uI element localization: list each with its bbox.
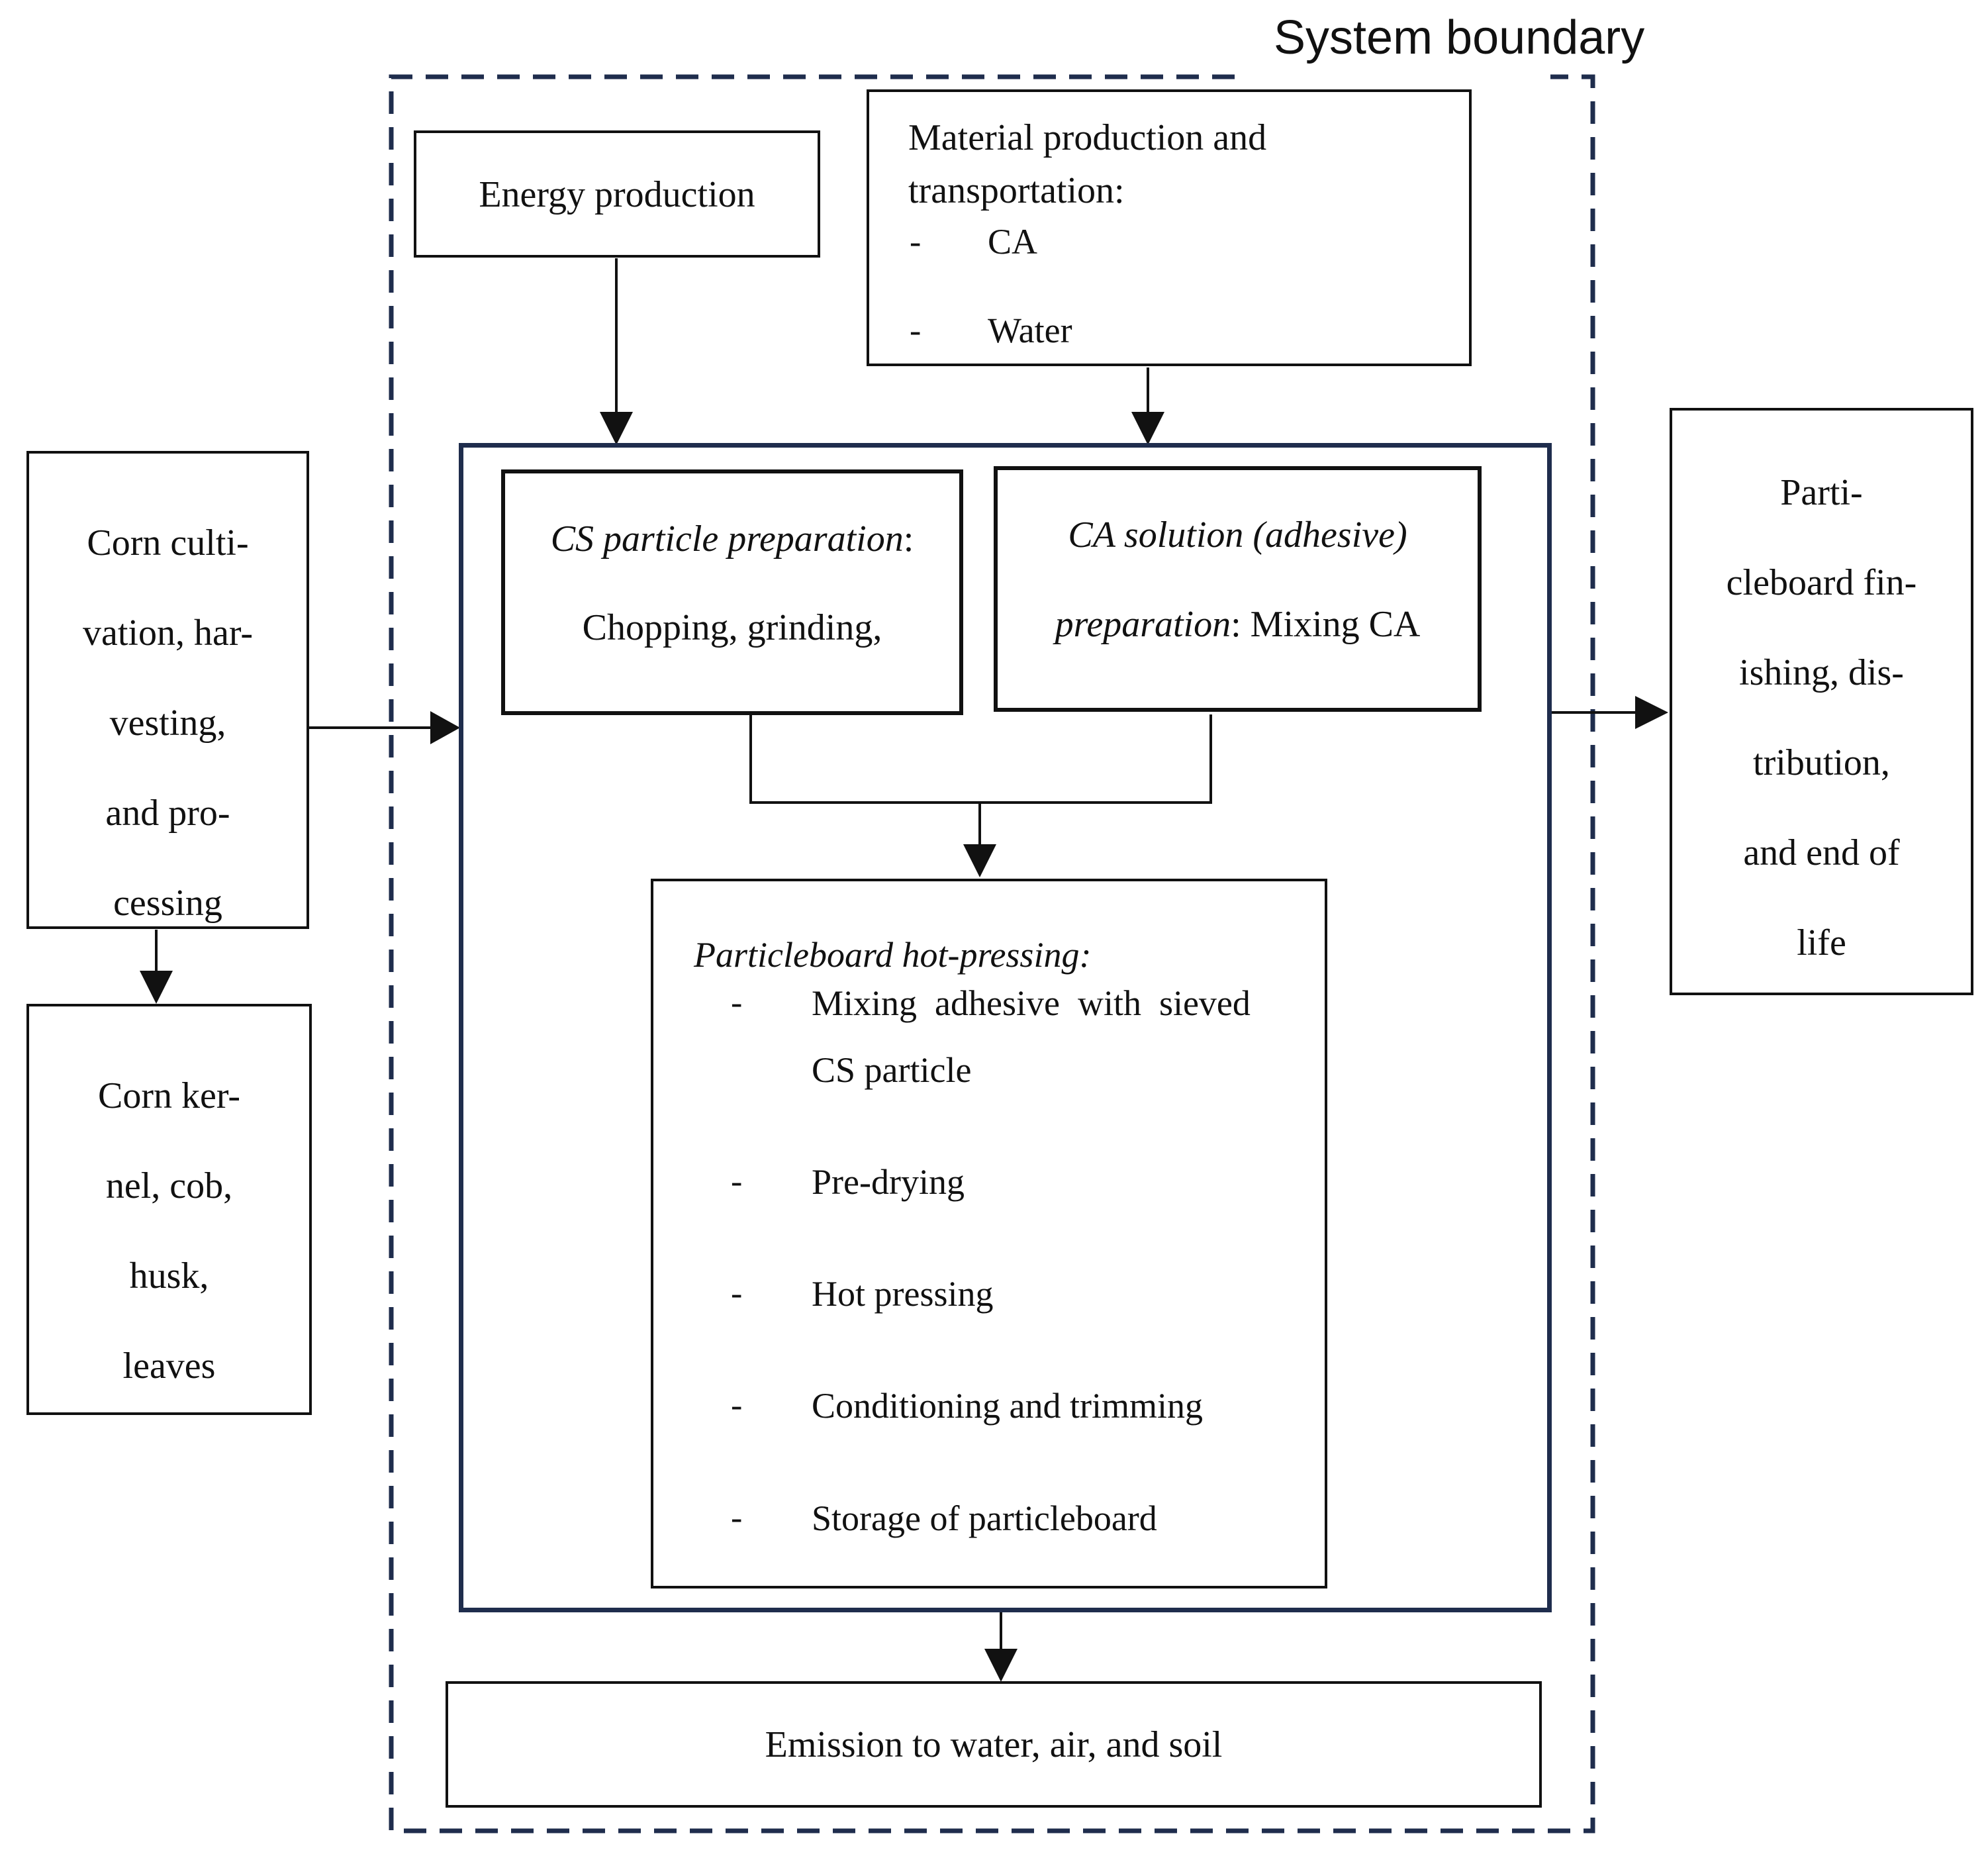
finishing-line: ishing, dis- xyxy=(1739,652,1904,693)
hot-pressing-item-hot-pressing: Hot pressing xyxy=(812,1274,994,1314)
hot-pressing-item-predrying: Pre-drying xyxy=(812,1162,965,1202)
hot-pressing-item-storage: Storage of particleboard xyxy=(812,1498,1157,1538)
hot-pressing-item-conditioning: Conditioning and trimming xyxy=(812,1386,1203,1426)
system-boundary xyxy=(389,74,1595,1833)
finishing-line: cleboard fin- xyxy=(1726,562,1917,603)
system-boundary-label: System boundary xyxy=(1274,11,1645,64)
arrowhead-emission xyxy=(984,1649,1018,1682)
arrowhead-hotpress xyxy=(963,844,996,877)
arrowhead-energy xyxy=(600,412,633,445)
arrowhead-material xyxy=(1131,412,1164,445)
material-title-line2: transportation: xyxy=(908,170,1125,211)
hot-pressing-box xyxy=(651,879,1327,1588)
corn-cultivation-line: Corn culti- xyxy=(87,522,249,563)
material-item-water: Water xyxy=(988,311,1072,350)
energy-production-box xyxy=(414,130,820,258)
material-item-ca: CA xyxy=(988,222,1038,262)
corn-byproducts-line: nel, cob, xyxy=(105,1165,233,1206)
material-bullet-1: - xyxy=(910,223,922,261)
ca-prep-title-line1: CA solution (adhesive) xyxy=(1068,514,1407,556)
finishing-line: Parti- xyxy=(1780,472,1863,513)
corn-cultivation-box xyxy=(26,451,309,929)
ca-solution-prep-box xyxy=(994,466,1482,712)
finishing-box xyxy=(1670,408,1973,995)
corn-cultivation-line: vation, har- xyxy=(82,612,253,654)
hot-pressing-title: Particleboard hot-pressing: xyxy=(694,935,1092,975)
corn-cultivation-line: and pro- xyxy=(105,793,230,834)
corn-byproducts-line: Corn ker- xyxy=(97,1075,241,1116)
arrowhead-corn xyxy=(430,711,460,744)
arrowhead-byproducts xyxy=(140,971,173,1004)
corn-cultivation-line: cessing xyxy=(113,883,222,924)
energy-production-label: Energy production xyxy=(479,174,755,215)
hot-pressing-bullet-1: - xyxy=(731,984,743,1022)
ca-prep-title-italic: preparation xyxy=(1055,604,1231,645)
hot-pressing-item-mixing-line1: Mixing adhesive with sieved xyxy=(812,983,1251,1023)
corn-cultivation-line: vesting, xyxy=(109,703,226,744)
hot-pressing-bullet-2: - xyxy=(731,1163,743,1200)
corn-byproducts-label: Corn ker- nel, cob, husk, leaves xyxy=(26,1051,312,1411)
cs-prep-title-italic: CS particle preparation xyxy=(550,518,904,560)
finishing-line: life xyxy=(1797,922,1846,963)
material-title-line1: Material production and xyxy=(908,117,1267,158)
main-process-box xyxy=(459,443,1552,1612)
material-production-box xyxy=(867,89,1472,366)
hot-pressing-bullet-5: - xyxy=(731,1499,743,1537)
hot-pressing-bullet-3: - xyxy=(731,1275,743,1312)
ca-prep-title-line2: preparation: Mixing CA xyxy=(994,603,1482,646)
corn-byproducts-line: husk, xyxy=(129,1255,209,1296)
cs-prep-title: CS particle preparation: xyxy=(501,518,963,560)
material-bullet-2: - xyxy=(910,312,922,350)
cs-prep-body: Chopping, grinding, xyxy=(582,607,882,648)
arrowhead-finishing xyxy=(1635,696,1668,729)
cs-particle-prep-box xyxy=(501,469,963,715)
hot-pressing-item-mixing-line2: CS particle xyxy=(812,1050,972,1090)
ca-prep-body: : Mixing CA xyxy=(1231,604,1421,645)
corn-cultivation-label: Corn culti- vation, har- vesting, and pr… xyxy=(26,498,309,948)
finishing-label: Parti- cleboard fin- ishing, dis- tribut… xyxy=(1670,448,1973,988)
corn-byproducts-box xyxy=(26,1004,312,1415)
emission-label: Emission to water, air, and soil xyxy=(765,1724,1223,1765)
finishing-line: and end of xyxy=(1743,832,1900,873)
emission-box xyxy=(446,1681,1542,1808)
finishing-line: tribution, xyxy=(1753,742,1890,783)
hot-pressing-bullet-4: - xyxy=(731,1387,743,1424)
corn-byproducts-line: leaves xyxy=(122,1345,216,1387)
cs-prep-title-colon: : xyxy=(903,518,914,560)
